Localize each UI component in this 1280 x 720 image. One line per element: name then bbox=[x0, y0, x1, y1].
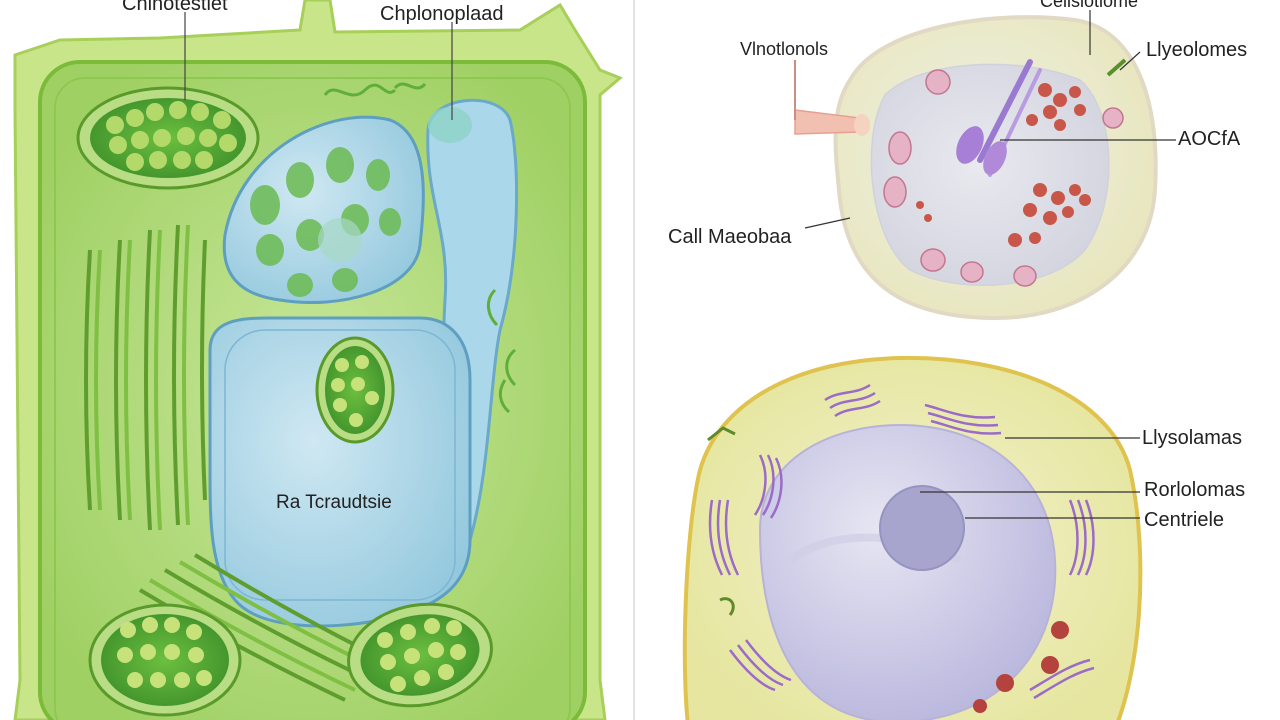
label-cell2-lysosomes: Llysolamas bbox=[1142, 427, 1243, 449]
animal-cell-bottom bbox=[682, 355, 1143, 720]
animal-cell-top bbox=[794, 10, 1176, 321]
endoplasmic-reticulum bbox=[708, 383, 1095, 700]
leader-line bbox=[804, 217, 851, 229]
plant-nucleus bbox=[222, 115, 425, 304]
label-cell1-top: Cellslotiome bbox=[1040, 0, 1139, 11]
chloroplast bbox=[315, 336, 395, 444]
label-chloroplast-top-left: Chlnotestiet bbox=[122, 0, 228, 15]
chloroplast bbox=[76, 86, 260, 190]
label-cell1-aocfa: AOCfA bbox=[1178, 128, 1241, 150]
label-cell1-membrane: Call Maeobaa bbox=[668, 226, 792, 248]
label-cell1-lysosomes: Llyeolomes bbox=[1146, 39, 1248, 61]
plant-cell bbox=[13, 0, 623, 720]
chloroplast bbox=[88, 603, 242, 717]
leader-line bbox=[1119, 51, 1141, 71]
label-cell2-centriole: Centriele bbox=[1144, 509, 1225, 531]
lysosome bbox=[883, 69, 1124, 287]
ribosome-cluster bbox=[973, 621, 1069, 713]
golgi-rods bbox=[956, 59, 1042, 177]
nucleolus bbox=[879, 485, 965, 571]
thylakoid-stacks bbox=[84, 224, 207, 531]
label-cell1-left-top: Vlnotlonols bbox=[740, 39, 829, 59]
ribosome-cluster bbox=[916, 83, 1091, 247]
label-chloroplast-top-mid: Chplonoplaad bbox=[380, 3, 504, 25]
chloroplast bbox=[347, 602, 493, 708]
label-vacuole: Ra Tcraudtsie bbox=[276, 492, 392, 513]
label-cell2-ribosomes: Rorlolomas bbox=[1144, 479, 1246, 501]
